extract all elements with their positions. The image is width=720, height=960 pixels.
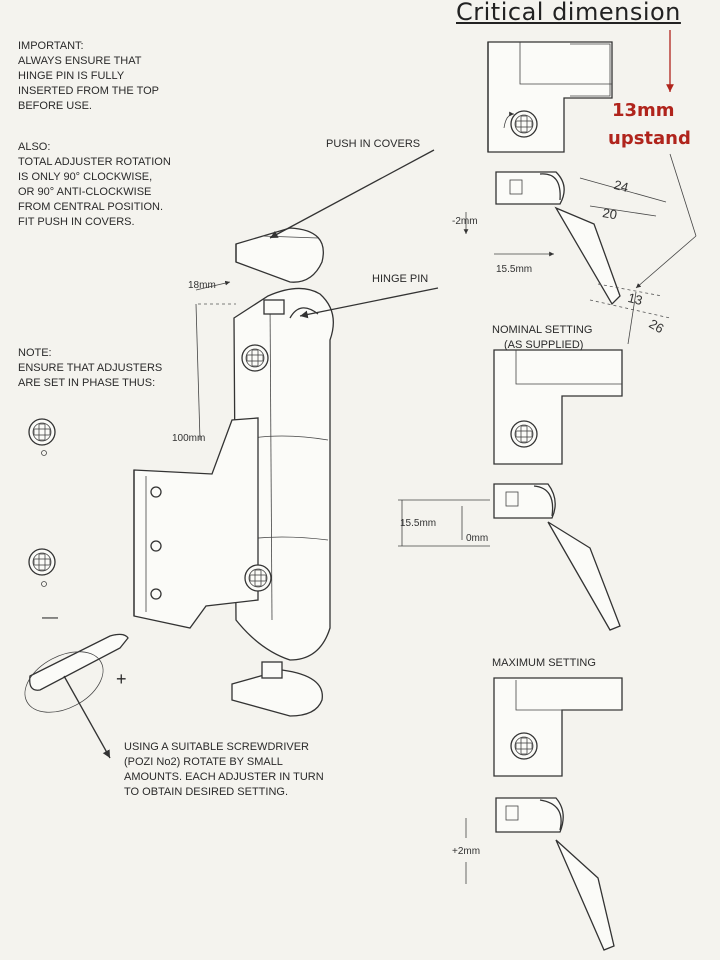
plus-sign: + (116, 669, 127, 689)
hinge-pin-label: HINGE PIN (372, 273, 429, 285)
dim-15-5mm-top: 15.5mm (496, 264, 533, 275)
dim-18mm: 18mm (188, 280, 216, 291)
as-supplied-label: (AS SUPPLIED) (504, 339, 584, 351)
nominal-view (398, 349, 623, 631)
dim-0mm: 0mm (466, 533, 489, 544)
push-in-covers-leader (269, 149, 435, 239)
hinge-body (133, 287, 334, 661)
hinge-pin-leader (299, 287, 439, 319)
push-in-covers-label: PUSH IN COVERS (326, 138, 421, 150)
upstand-value: 13mm (612, 100, 675, 121)
dim-100mm: 100mm (172, 433, 206, 444)
upstand-label: upstand (608, 128, 691, 149)
screwdriver-note: USING A SUITABLE SCREWDRIVER (POZI No2) … (124, 741, 324, 798)
bottom-cover (231, 661, 323, 717)
critical-dimension-heading: Critical dimension (456, 0, 681, 26)
important-note: IMPORTANT: ALWAYS ENSURE THAT HINGE PIN … (18, 40, 159, 112)
dim-minus-2mm: -2mm (452, 216, 478, 227)
maximum-setting-label: MAXIMUM SETTING (492, 657, 596, 669)
phase-note: NOTE: ENSURE THAT ADJUSTERS ARE SET IN P… (18, 347, 163, 389)
dim-20: 20 (601, 205, 619, 223)
rotation-note: ALSO: TOTAL ADJUSTER ROTATION IS ONLY 90… (18, 141, 171, 228)
minus-sign: — (42, 609, 58, 626)
dim-plus-2mm: +2mm (452, 846, 481, 857)
screwdriver-icon (24, 633, 129, 759)
maximum-view (465, 677, 623, 951)
nominal-setting-label: NOMINAL SETTING (492, 324, 593, 336)
phillips-screw-icon (28, 418, 56, 587)
critical-view (463, 41, 671, 345)
push-in-cover (235, 227, 324, 283)
dim-15-5mm-mid: 15.5mm (400, 518, 437, 529)
